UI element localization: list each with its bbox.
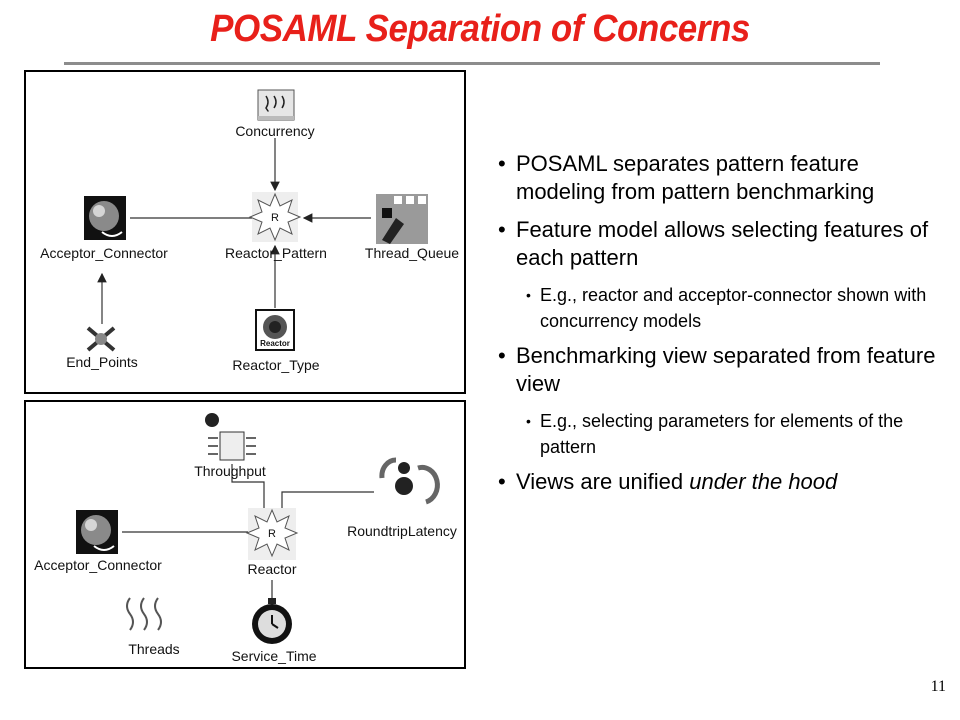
slide-title: POSAML Separation of Concerns (210, 8, 750, 50)
reactor-label: Reactor (247, 561, 296, 577)
bullet-benchmarking-view: Benchmarking view separated from feature… (498, 342, 948, 398)
end-points-label: End_Points (66, 354, 138, 370)
acceptor-connector-label: Acceptor_Connector (40, 245, 168, 261)
reactor-type-icon[interactable]: Reactor (255, 309, 295, 351)
concurrency-label: Concurrency (235, 123, 314, 139)
page-number: 11 (930, 678, 946, 695)
feature-model-diagram: Concurrency Acceptor_Connector R Reactor… (40, 89, 459, 373)
reactor-pattern-icon[interactable]: R (248, 192, 302, 242)
reactor-icon[interactable]: R (245, 508, 299, 560)
bullet-separation: POSAML separates pattern feature modelin… (498, 150, 948, 206)
benchmark-model-diagram: Throughput Acceptor_Connector R Reactor … (34, 413, 457, 664)
service-time-label: Service_Time (231, 648, 316, 664)
bullet-feature-model: Feature model allows selecting features … (498, 216, 948, 272)
throughput-link[interactable] (231, 464, 265, 508)
subbullet-reactor-example: E.g., reactor and acceptor-connector sho… (526, 282, 948, 334)
acceptor-connector-icon[interactable] (76, 510, 118, 554)
bullet-views-unified-emphasis: under the hood (689, 469, 838, 494)
subbullet-parameters-example: E.g., selecting parameters for elements … (526, 408, 948, 460)
thread-queue-icon[interactable] (376, 194, 428, 244)
threads-label: Threads (128, 641, 179, 657)
throughput-icon[interactable] (205, 413, 256, 461)
acceptor-connector-label: Acceptor_Connector (34, 557, 162, 573)
roundtrip-latency-icon[interactable] (379, 457, 440, 505)
roundtrip-latency-label: RoundtripLatency (347, 523, 457, 539)
acceptor-connector-icon[interactable] (84, 196, 126, 240)
bullet-views-unified: Views are unified under the hood (498, 468, 948, 496)
throughput-label: Throughput (194, 463, 266, 479)
title-underline (64, 62, 880, 65)
end-points-icon[interactable] (86, 326, 116, 352)
threads-icon[interactable] (126, 597, 162, 631)
reactor-type-logo-text: Reactor (260, 339, 290, 348)
reactor-type-label: Reactor_Type (232, 357, 319, 373)
feature-model-panel: Concurrency Acceptor_Connector R Reactor… (24, 70, 466, 394)
bullet-list: POSAML separates pattern feature modelin… (498, 150, 948, 506)
roundtrip-latency-link[interactable] (281, 491, 374, 510)
reactor-glyph: R (268, 528, 276, 540)
reactor-glyph: R (271, 212, 279, 224)
bullet-views-unified-text: Views are unified (516, 469, 690, 494)
thread-queue-label: Thread_Queue (365, 245, 459, 261)
reactor-pattern-label: Reactor_Pattern (225, 245, 327, 261)
benchmark-model-panel: Throughput Acceptor_Connector R Reactor … (24, 400, 466, 669)
service-time-icon[interactable] (252, 598, 292, 644)
concurrency-icon[interactable] (257, 89, 295, 121)
